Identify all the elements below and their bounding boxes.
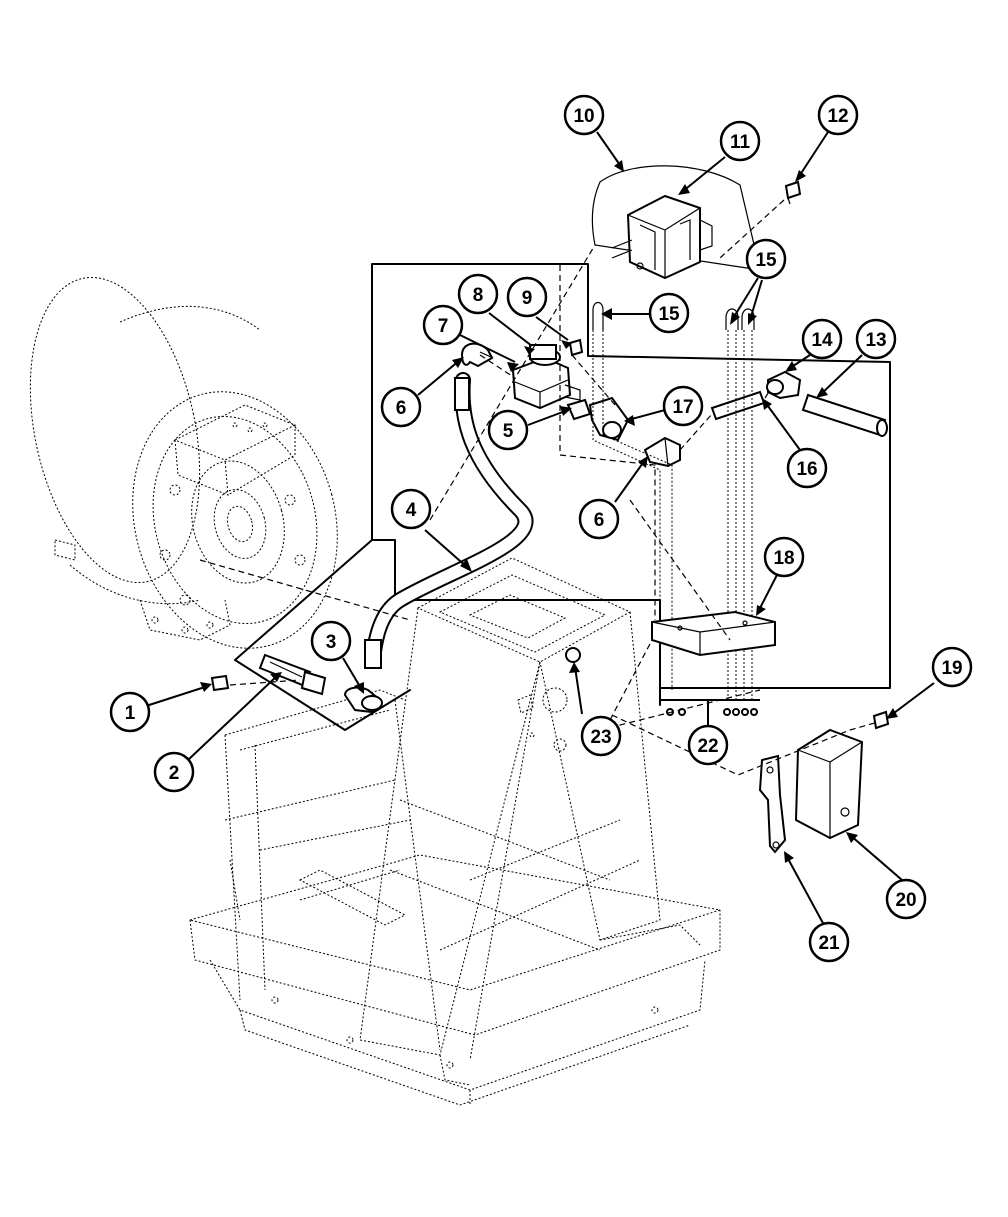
callout-6-upper: 6: [380, 386, 422, 428]
pipe-13: [801, 393, 888, 437]
callout-16: 16: [786, 447, 828, 489]
callout-23: 23: [580, 715, 622, 757]
callout-3: 3: [310, 620, 352, 662]
svg-text:1: 1: [125, 703, 136, 724]
callout-2: 2: [153, 751, 195, 793]
svg-text:17: 17: [672, 397, 693, 418]
callout-18: 18: [763, 536, 805, 578]
svg-text:18: 18: [773, 548, 794, 569]
callout-10: 10: [563, 94, 605, 136]
svg-text:21: 21: [818, 933, 840, 954]
callout-6-lower: 6: [578, 498, 620, 540]
pipe-plug-1: [210, 674, 230, 692]
svg-text:13: 13: [865, 330, 886, 351]
svg-text:9: 9: [522, 288, 533, 309]
screw-19: [872, 710, 890, 730]
callout-20: 20: [885, 878, 927, 920]
elbow-6-upper: [460, 342, 494, 368]
elbow-6-lower: [643, 436, 681, 468]
svg-text:7: 7: [438, 316, 449, 337]
bracket-21: [758, 754, 787, 854]
callout-7: 7: [422, 304, 464, 346]
pipe-nipple-16: [710, 390, 766, 421]
callout-4: 4: [390, 488, 432, 530]
water-hose-4: [364, 372, 534, 669]
callout-8: 8: [457, 273, 499, 315]
svg-text:8: 8: [473, 285, 484, 306]
svg-text:12: 12: [827, 106, 848, 127]
svg-text:5: 5: [503, 421, 514, 442]
svg-text:16: 16: [796, 459, 817, 480]
elbow-3: [343, 686, 383, 714]
pipe-nipple-2: [258, 653, 327, 696]
grommet-23: [565, 647, 581, 663]
callout-21: 21: [808, 921, 850, 963]
callout-19: 19: [931, 646, 973, 688]
svg-text:4: 4: [406, 500, 417, 521]
callout-9: 9: [506, 276, 548, 318]
callout-5: 5: [487, 409, 529, 451]
svg-text:20: 20: [895, 890, 916, 911]
callout-13: 13: [855, 318, 897, 360]
junction-box-20: [794, 728, 864, 840]
svg-text:6: 6: [594, 510, 605, 531]
callout-17: 17: [662, 385, 704, 427]
svg-text:15: 15: [755, 250, 777, 271]
svg-text:3: 3: [326, 632, 337, 653]
svg-text:10: 10: [573, 106, 594, 127]
svg-text:6: 6: [396, 398, 407, 419]
base-frame: [188, 689, 721, 1106]
leader-lines: [145, 131, 935, 926]
mounting-bracket-18: [651, 610, 776, 657]
u-bolt-15-left: [592, 301, 673, 690]
callout-11: 11: [719, 120, 761, 162]
callout-15-right: 15: [745, 238, 787, 280]
screw-12: [719, 180, 802, 259]
svg-text:23: 23: [590, 727, 611, 748]
elbow-14: [766, 370, 802, 400]
svg-text:14: 14: [811, 330, 833, 351]
callout-12: 12: [817, 94, 859, 136]
callout-22: 22: [687, 724, 729, 766]
alignment-lines: [199, 244, 879, 776]
callout-1: 1: [109, 691, 151, 733]
svg-text:15: 15: [658, 304, 680, 325]
svg-text:22: 22: [697, 736, 718, 757]
valve-cover-housing: [591, 165, 761, 280]
callout-14: 14: [801, 318, 843, 360]
pedestal-stand: [359, 557, 661, 1061]
callout-15-left: 15: [648, 292, 690, 334]
svg-text:19: 19: [941, 658, 962, 679]
svg-text:2: 2: [169, 763, 180, 784]
drum-housing: [29, 276, 338, 649]
svg-text:11: 11: [730, 132, 751, 153]
